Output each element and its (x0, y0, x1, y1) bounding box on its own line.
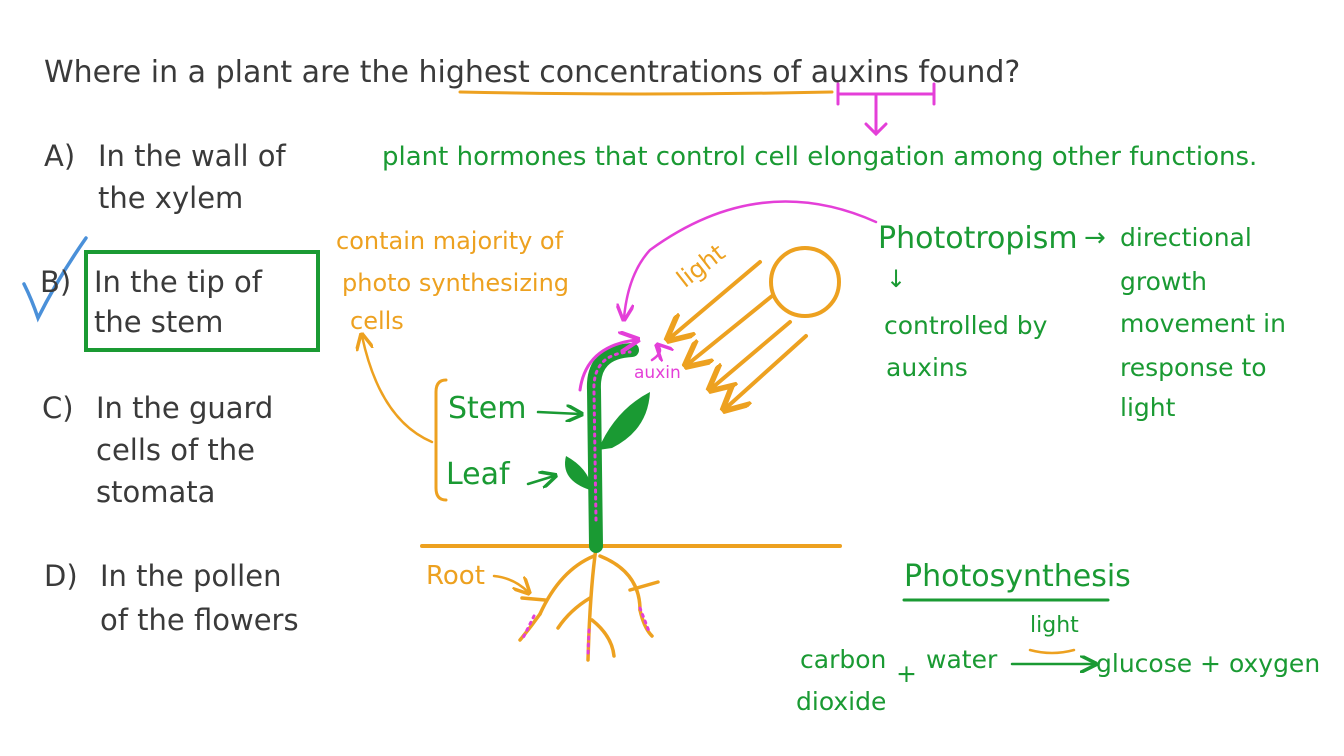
question-term-auxins: auxins (810, 55, 909, 90)
option-c-line3: stomata (96, 475, 216, 509)
meaning-line1: directional (1120, 223, 1252, 252)
option-d-letter: D) (44, 559, 78, 593)
phototropism-arrow: → (1084, 223, 1106, 253)
leaf-pointer-arrow (526, 476, 554, 484)
auxins-bracket-arrow (836, 82, 936, 137)
stem-leaf-bracket (434, 378, 448, 502)
auxin-label: auxin (634, 363, 681, 383)
option-d-line1: In the pollen (100, 559, 282, 593)
meaning-line3: movement in (1120, 309, 1286, 338)
reactant-dioxide: dioxide (796, 687, 887, 716)
light-rays (670, 260, 808, 408)
phototropism-arc-arrow (624, 200, 878, 318)
question-before: Where in a plant are the (44, 55, 419, 90)
option-b-line1: In the tip of (94, 265, 262, 299)
controlled-line2: auxins (886, 353, 968, 382)
photo-note-line1: contain majority of (336, 227, 564, 255)
option-a-letter: A) (44, 139, 76, 173)
lower-leaf-icon (565, 456, 592, 490)
question-space (801, 55, 811, 90)
meaning-line4: response to (1120, 353, 1267, 382)
correct-check-mark (22, 236, 88, 323)
condition-light: light (1030, 613, 1079, 638)
option-d-line2: of the flowers (100, 603, 299, 637)
light-condition-underline (1028, 648, 1076, 655)
products: glucose + oxygen (1096, 649, 1321, 678)
option-b-line2: the stem (94, 305, 224, 339)
root-label: Root (426, 561, 485, 591)
root-auxin-dots (520, 606, 652, 656)
stem-label: Stem (448, 391, 527, 426)
question-highlight-underline (458, 90, 834, 96)
question-text: Where in a plant are the highest concent… (44, 56, 1020, 90)
question-after: found? (908, 55, 1021, 90)
photo-note-arrow (362, 336, 434, 444)
phototropism-down-arrow: ↓ (886, 265, 907, 293)
photo-note-line2: photo synthesizing (342, 269, 570, 297)
auxin-definition: plant hormones that control cell elongat… (382, 142, 1258, 172)
option-b-letter: B) (40, 265, 72, 299)
upper-leaf-icon (598, 392, 650, 450)
stem-auxin-dots (592, 350, 632, 522)
meaning-line5: light (1120, 393, 1176, 422)
photo-note-line3: cells (350, 307, 404, 335)
option-c-letter: C) (42, 391, 74, 425)
auxin-arrow (650, 346, 660, 360)
option-a-line1: In the wall of (98, 139, 286, 173)
plus-sign: + (896, 659, 917, 688)
reactant-carbon: carbon (800, 645, 887, 674)
stem-pointer-arrow (536, 412, 580, 414)
option-c-line2: cells of the (96, 433, 255, 467)
bend-arrow (578, 340, 636, 392)
root-pointer-arrow (492, 574, 528, 592)
option-a-line2: the xylem (98, 181, 244, 215)
question-highlight: highest concentrations of (418, 55, 802, 90)
controlled-line1: controlled by (884, 311, 1048, 340)
meaning-line2: growth (1120, 267, 1207, 296)
reactant-water: water (926, 645, 998, 674)
leaf-label: Leaf (446, 457, 510, 492)
sun-icon (769, 246, 841, 318)
option-c-line1: In the guard (96, 391, 274, 425)
phototropism-term: Phototropism (878, 221, 1078, 256)
selected-answer-box (84, 250, 320, 352)
photosynthesis-title: Photosynthesis (904, 559, 1131, 594)
